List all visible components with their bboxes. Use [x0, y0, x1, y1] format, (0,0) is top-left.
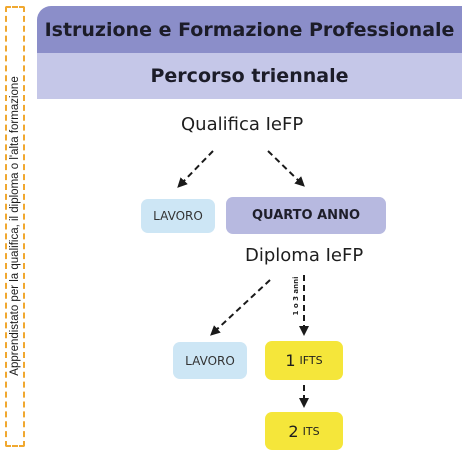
- its-number: 2: [288, 421, 299, 441]
- arrow-qualifica-lavoro: [177, 150, 214, 188]
- header-title: Istruzione e Formazione Professionale: [37, 6, 462, 53]
- header-subtitle: Percorso triennale: [37, 53, 462, 99]
- node-diploma: Diploma IeFP: [245, 245, 364, 266]
- node-quarto-anno: QUARTO ANNO: [226, 197, 386, 234]
- ifts-number: 1: [285, 351, 296, 370]
- node-its: 2 ITS: [265, 412, 343, 450]
- node-qualifica: Qualifica IeFP: [181, 114, 304, 135]
- node-ifts: 1 IFTS: [265, 341, 343, 380]
- node-lavoro-2: LAVORO: [173, 342, 247, 379]
- apprenticeship-frame: [5, 6, 25, 447]
- node-lavoro-1: LAVORO: [141, 199, 215, 233]
- ifts-label: IFTS: [299, 354, 323, 367]
- arrow-diploma-lavoro: [210, 279, 271, 336]
- its-label: ITS: [302, 424, 320, 438]
- arrow-qualifica-quarto: [267, 150, 305, 187]
